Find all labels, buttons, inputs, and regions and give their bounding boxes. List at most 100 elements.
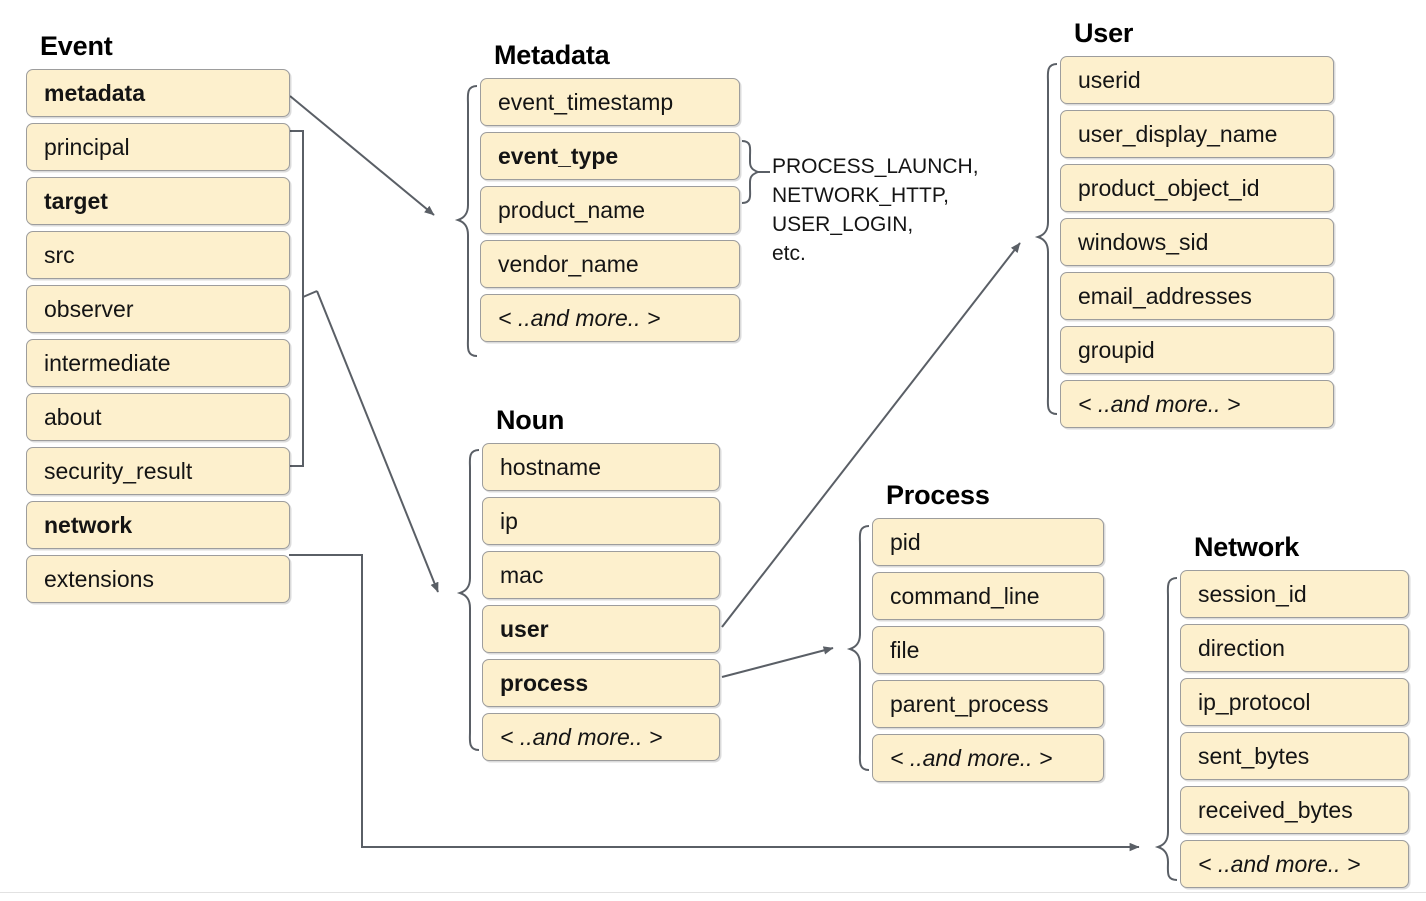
group-title-event: Event (40, 31, 113, 61)
field-metadata-1[interactable]: event_type (480, 132, 740, 180)
field-label: intermediate (44, 349, 171, 376)
group-title-process: Process (886, 480, 990, 510)
user-group-brace (1034, 63, 1058, 415)
field-label: < ..and more.. > (498, 304, 661, 331)
field-label: email_addresses (1078, 282, 1252, 309)
wire-noun (316, 290, 439, 593)
field-event-7[interactable]: security_result (26, 447, 290, 495)
field-label: windows_sid (1078, 228, 1209, 255)
field-label: metadata (44, 79, 145, 106)
field-label: parent_process (890, 690, 1049, 717)
field-event-9[interactable]: extensions (26, 555, 290, 603)
field-noun-3[interactable]: user (482, 605, 720, 653)
field-label: principal (44, 133, 130, 160)
field-label: pid (890, 528, 921, 555)
noun-group-brace (456, 449, 480, 751)
event-subgroup-bracket (289, 130, 304, 467)
field-event-0[interactable]: metadata (26, 69, 290, 117)
wire-process (721, 646, 834, 678)
event-type-brace (741, 140, 761, 204)
field-event-6[interactable]: about (26, 393, 290, 441)
field-list-user: userid user_display_name product_object_id… (1060, 56, 1334, 428)
field-noun-2[interactable]: mac (482, 551, 720, 599)
field-label: groupid (1078, 336, 1155, 363)
bottom-divider (0, 892, 1426, 893)
field-label: ip_protocol (1198, 688, 1311, 715)
field-label: event_timestamp (498, 88, 674, 115)
field-user-3[interactable]: windows_sid (1060, 218, 1334, 266)
field-event-2[interactable]: target (26, 177, 290, 225)
field-noun-5[interactable]: < ..and more.. > (482, 713, 720, 761)
field-metadata-2[interactable]: product_name (480, 186, 740, 234)
field-label: user (500, 615, 549, 642)
metadata-group-brace (454, 85, 478, 357)
field-process-3[interactable]: parent_process (872, 680, 1104, 728)
field-list-noun: hostname ip mac user process < ..and more.. > (482, 443, 720, 761)
group-title-noun: Noun (496, 405, 565, 435)
field-label: vendor_name (498, 250, 639, 277)
group-title-network: Network (1194, 532, 1300, 562)
field-label: < ..and more.. > (1078, 390, 1241, 417)
field-noun-1[interactable]: ip (482, 497, 720, 545)
field-network-1[interactable]: direction (1180, 624, 1409, 672)
field-label: userid (1078, 66, 1141, 93)
field-process-0[interactable]: pid (872, 518, 1104, 566)
field-noun-4[interactable]: process (482, 659, 720, 707)
field-user-6[interactable]: < ..and more.. > (1060, 380, 1334, 428)
field-event-8[interactable]: network (26, 501, 290, 549)
field-event-3[interactable]: src (26, 231, 290, 279)
field-label: file (890, 636, 920, 663)
field-process-1[interactable]: command_line (872, 572, 1104, 620)
field-label: < ..and more.. > (1198, 850, 1361, 877)
field-label: mac (500, 561, 544, 588)
field-label: sent_bytes (1198, 742, 1310, 769)
field-network-0[interactable]: session_id (1180, 570, 1409, 618)
field-label: user_display_name (1078, 120, 1278, 147)
field-event-4[interactable]: observer (26, 285, 290, 333)
field-network-4[interactable]: received_bytes (1180, 786, 1409, 834)
field-label: extensions (44, 565, 154, 592)
field-metadata-4[interactable]: < ..and more.. > (480, 294, 740, 342)
field-metadata-3[interactable]: vendor_name (480, 240, 740, 288)
group-title-metadata: Metadata (494, 40, 610, 70)
field-user-1[interactable]: user_display_name (1060, 110, 1334, 158)
field-user-2[interactable]: product_object_id (1060, 164, 1334, 212)
field-label: product_object_id (1078, 174, 1260, 201)
event-subgroup-bracket-nub (302, 290, 318, 298)
annotation-event-type-values: PROCESS_LAUNCH, NETWORK_HTTP, USER_LOGIN… (772, 155, 979, 265)
field-label: direction (1198, 634, 1285, 661)
field-user-5[interactable]: groupid (1060, 326, 1334, 374)
field-label: process (500, 669, 589, 696)
wire-metadata (289, 95, 435, 216)
field-label: ip (500, 507, 518, 534)
field-event-5[interactable]: intermediate (26, 339, 290, 387)
network-group-brace (1154, 577, 1178, 881)
field-label: session_id (1198, 580, 1307, 607)
field-network-2[interactable]: ip_protocol (1180, 678, 1409, 726)
field-network-3[interactable]: sent_bytes (1180, 732, 1409, 780)
field-process-4[interactable]: < ..and more.. > (872, 734, 1104, 782)
field-noun-0[interactable]: hostname (482, 443, 720, 491)
field-label: product_name (498, 196, 646, 223)
field-label: event_type (498, 142, 619, 169)
field-network-5[interactable]: < ..and more.. > (1180, 840, 1409, 888)
field-process-2[interactable]: file (872, 626, 1104, 674)
field-event-1[interactable]: principal (26, 123, 290, 171)
field-user-4[interactable]: email_addresses (1060, 272, 1334, 320)
field-label: < ..and more.. > (890, 744, 1053, 771)
group-title-user: User (1074, 18, 1134, 48)
group-event: Event metadata principal target src observer… (26, 33, 290, 603)
field-label: src (44, 241, 75, 268)
field-label: target (44, 187, 108, 214)
process-group-brace (846, 525, 870, 771)
field-metadata-0[interactable]: event_timestamp (480, 78, 740, 126)
field-label: about (44, 403, 102, 430)
field-label: network (44, 511, 133, 538)
field-user-0[interactable]: userid (1060, 56, 1334, 104)
